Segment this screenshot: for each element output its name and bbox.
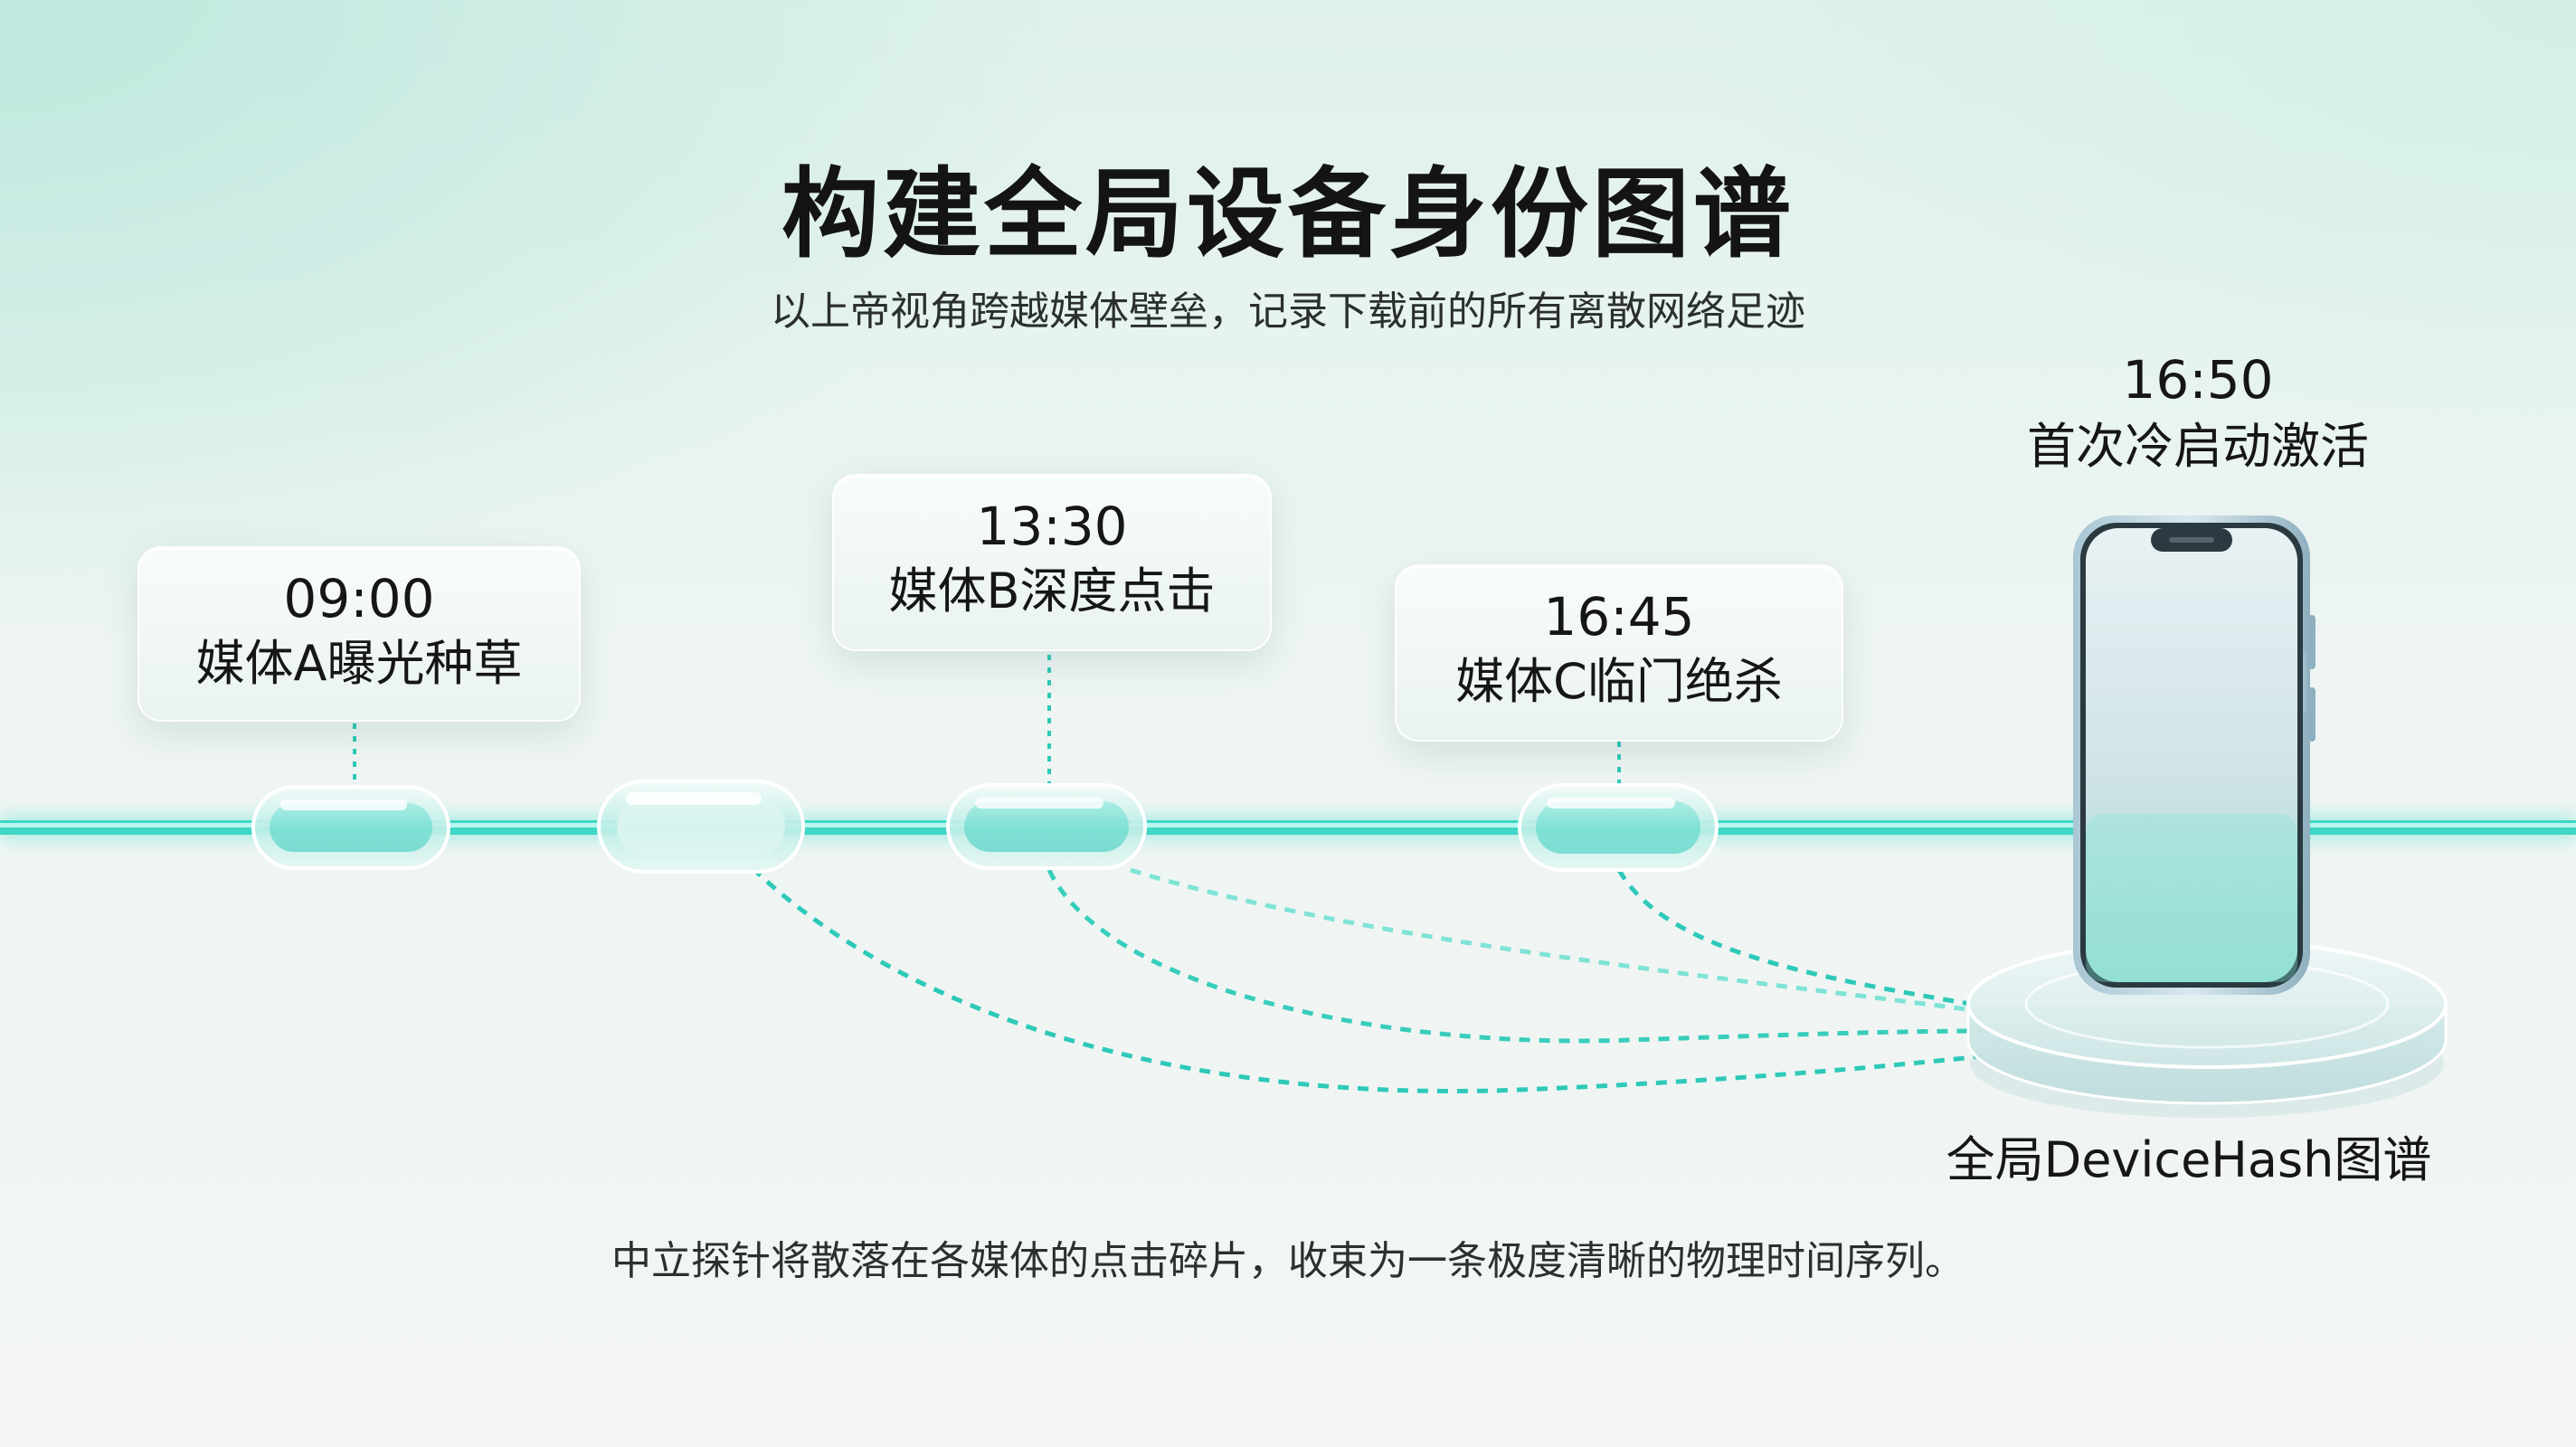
event-card-media-c: 16:45 媒体C临门绝杀 — [1395, 564, 1843, 742]
flow-faint — [1130, 867, 1982, 1014]
node-4 — [1518, 783, 1719, 872]
event-label: 媒体B深度点击 — [888, 563, 1216, 619]
flow-from-node-2 — [751, 866, 1982, 1093]
timeline-nodes — [251, 780, 1719, 874]
node-3 — [946, 783, 1147, 870]
event-label: 媒体A曝光种草 — [195, 635, 523, 692]
event-card-media-b: 13:30 媒体B深度点击 — [832, 474, 1272, 651]
event-time: 16:45 — [1543, 586, 1695, 648]
event-card-media-a: 09:00 媒体A曝光种草 — [137, 546, 581, 722]
event-time: 09:00 — [283, 568, 435, 629]
node-2 — [597, 780, 805, 874]
activation-label: 首次冷启动激活 — [2027, 418, 2369, 475]
page-title: 构建全局设备身份图谱 — [781, 158, 1795, 271]
flow-from-node-4 — [1616, 868, 1982, 1008]
event-label: 媒体C临门绝杀 — [1455, 653, 1783, 710]
activation-time: 16:50 — [2122, 349, 2274, 411]
smartphone-icon — [2073, 515, 2316, 995]
flow-from-node-3 — [1046, 868, 1982, 1044]
hub-label: 全局DeviceHash图谱 — [1946, 1131, 2432, 1188]
footer-caption: 中立探针将散落在各媒体的点击碎片，收束为一条极度清晰的物理时间序列。 — [611, 1238, 1965, 1284]
flows-to-hub — [751, 866, 1982, 1093]
event-time: 13:30 — [976, 496, 1128, 557]
node-1 — [251, 785, 450, 870]
page-subtitle: 以上帝视角跨越媒体壁垒，记录下载前的所有离散网络足迹 — [771, 288, 1805, 335]
